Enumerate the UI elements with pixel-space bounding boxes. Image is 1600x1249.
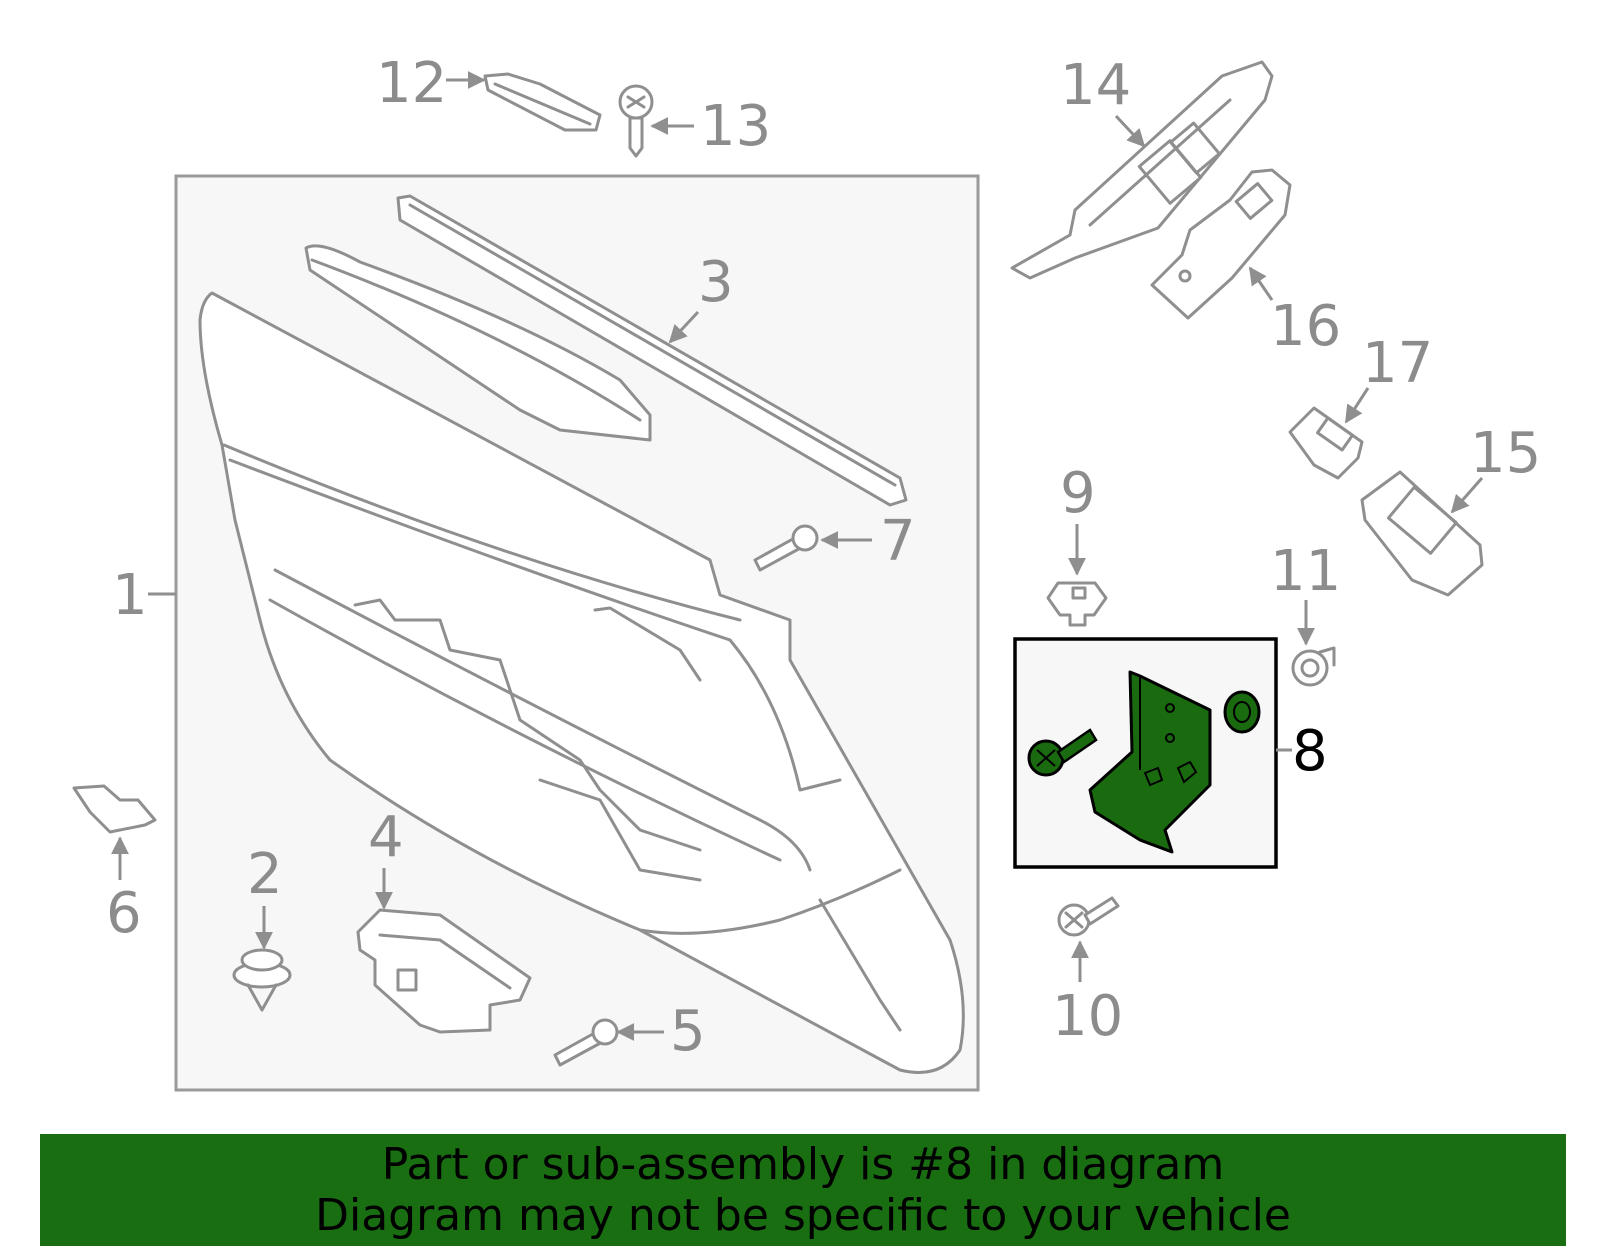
leader-14: [1114, 114, 1146, 148]
switch-housing-part-16[interactable]: [1150, 168, 1292, 320]
callout-2: 2: [247, 842, 283, 907]
leader-3: [668, 310, 700, 344]
bracket-part-8[interactable]: [1088, 670, 1212, 854]
callout-14: 14: [1060, 53, 1131, 118]
upper-trim-insert[interactable]: [304, 244, 652, 442]
switch-bezel-part-14[interactable]: [1010, 60, 1274, 280]
callout-6: 6: [106, 881, 142, 946]
callout-9: 9: [1060, 461, 1096, 526]
callout-15: 15: [1470, 421, 1541, 486]
callout-3: 3: [698, 250, 734, 315]
leader-17: [1344, 387, 1370, 424]
washer-part-8[interactable]: [1223, 690, 1261, 734]
callout-16: 16: [1270, 294, 1341, 359]
callout-17: 17: [1362, 331, 1433, 396]
corner-trim-part-6[interactable]: [72, 784, 157, 834]
screw-part-7[interactable]: [753, 524, 819, 572]
screw-part-13[interactable]: [618, 84, 654, 158]
callout-5: 5: [670, 999, 706, 1064]
switch-part-17[interactable]: [1288, 406, 1364, 480]
trim-piece-part-12[interactable]: [483, 72, 602, 132]
callout-11: 11: [1270, 539, 1341, 604]
door-trim-panel-part-1[interactable]: [198, 291, 965, 1074]
callout-10: 10: [1052, 984, 1123, 1049]
callout-4: 4: [368, 805, 404, 870]
leader-15: [1450, 477, 1484, 514]
info-banner: Part or sub-assembly is #8 in diagram Di…: [40, 1134, 1566, 1246]
callout-12: 12: [376, 51, 447, 116]
retainer-nut-part-9[interactable]: [1046, 581, 1108, 627]
callout-7: 7: [880, 509, 916, 574]
leader-16: [1248, 266, 1274, 301]
switch-bezel-part-4[interactable]: [356, 908, 532, 1034]
banner-line-part-number: Part or sub-assembly is #8 in diagram: [381, 1139, 1225, 1190]
clip-part-11[interactable]: [1291, 646, 1336, 687]
screw-part-10[interactable]: [1057, 896, 1120, 937]
switch-assembly-part-15[interactable]: [1360, 470, 1484, 597]
push-clip-part-2[interactable]: [232, 948, 292, 1012]
callout-1: 1: [112, 563, 148, 628]
screw-part-8[interactable]: [1027, 728, 1098, 777]
banner-line-disclaimer: Diagram may not be specific to your vehi…: [315, 1190, 1291, 1241]
belt-weatherstrip-part-3[interactable]: [396, 194, 908, 507]
callout-8: 8: [1292, 719, 1328, 784]
callout-13: 13: [700, 94, 771, 159]
screw-part-5[interactable]: [553, 1018, 619, 1067]
